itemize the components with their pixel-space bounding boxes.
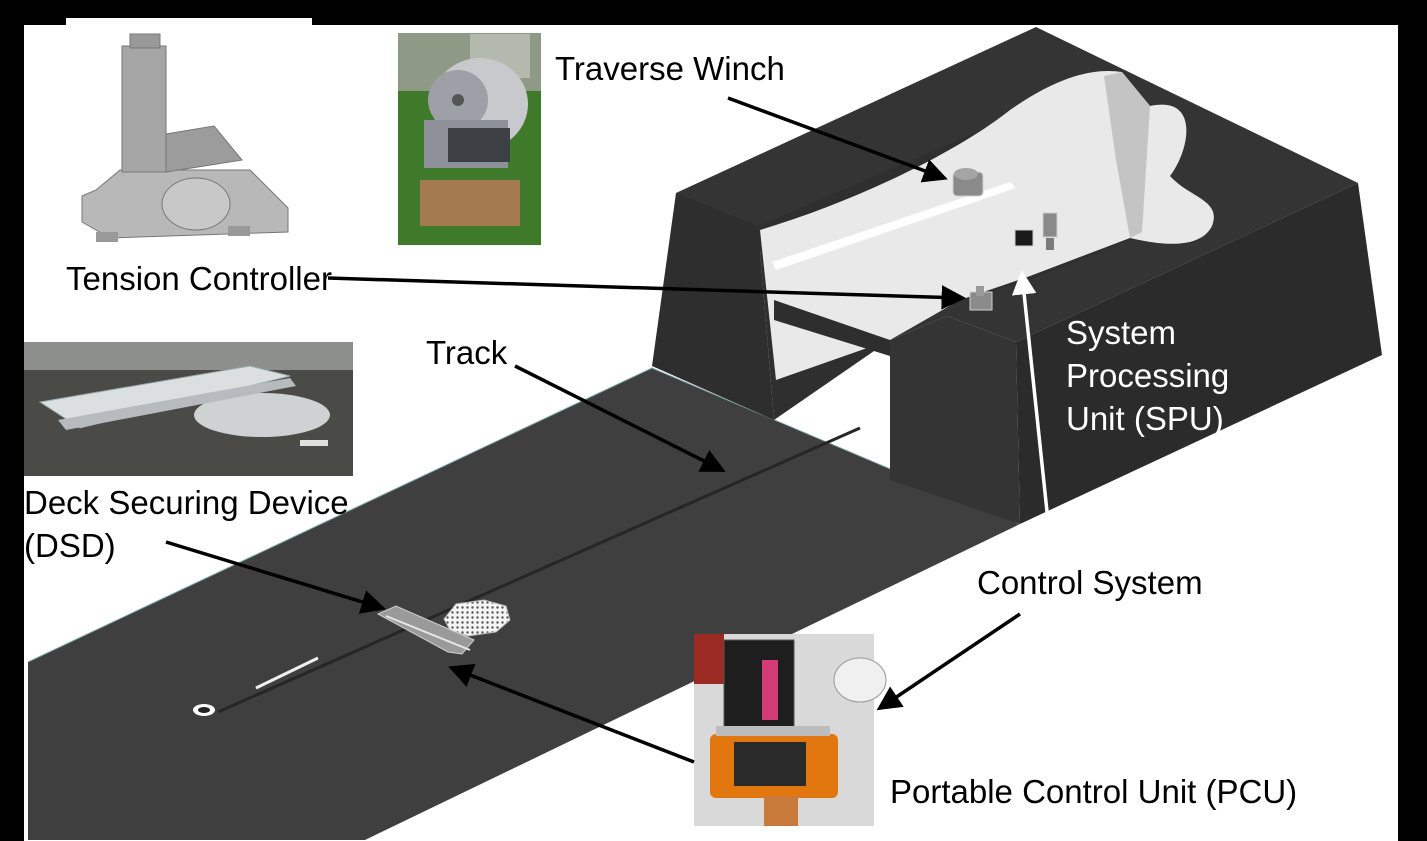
label-dsd-line-2: (DSD) [24, 526, 116, 564]
label-tension-controller: Tension Controller [66, 260, 332, 297]
label-pcu: Portable Control Unit (PCU) [890, 773, 1298, 810]
label-control-system: Control System [977, 564, 1203, 601]
arrow-pcu [448, 663, 695, 764]
arrow-track [514, 364, 726, 472]
label-traverse-winch: Traverse Winch [555, 50, 785, 87]
deck-hole-inner [198, 707, 210, 713]
pcu-photo [694, 634, 887, 826]
flight-deck [28, 368, 1020, 840]
top-white-tab [66, 18, 312, 26]
label-dsd-line-1: Deck Securing Device [24, 484, 349, 521]
dsd-model-rail [385, 615, 471, 651]
hangar-floor [760, 70, 1214, 380]
hangar-floor-strip [772, 182, 1016, 270]
tension-controller-image [81, 33, 289, 242]
track-slot-highlight [255, 656, 319, 690]
label-spu-line-1: System [1066, 314, 1177, 351]
arrow-spu [1011, 269, 1052, 541]
hangar-floor-shadow [1104, 72, 1150, 238]
dsd-photo [24, 342, 353, 476]
label-spu: System Processing Unit (SPU) [1066, 312, 1229, 441]
hangar-block-side [1016, 183, 1382, 524]
hangar-left-wall [652, 193, 774, 420]
arrow-dsd [165, 540, 386, 614]
hangar-block-front [890, 316, 1020, 524]
hangar-opening-lintel [774, 300, 890, 356]
label-spu-line-3: Unit (SPU) [1066, 399, 1224, 437]
winch-model [952, 168, 984, 197]
label-spu-line-2: Processing [1066, 356, 1230, 394]
label-track: Track [426, 334, 508, 371]
arrow-traverse-winch [727, 96, 948, 183]
tension-controller-model [969, 286, 993, 311]
arrow-control-system [876, 612, 1021, 711]
track-groove [217, 426, 861, 714]
spu-models [1014, 212, 1058, 250]
label-dsd: Deck Securing Device (DSD) [24, 482, 349, 568]
traverse-winch-photo [398, 33, 541, 245]
arrow-tension-controller [327, 276, 967, 310]
